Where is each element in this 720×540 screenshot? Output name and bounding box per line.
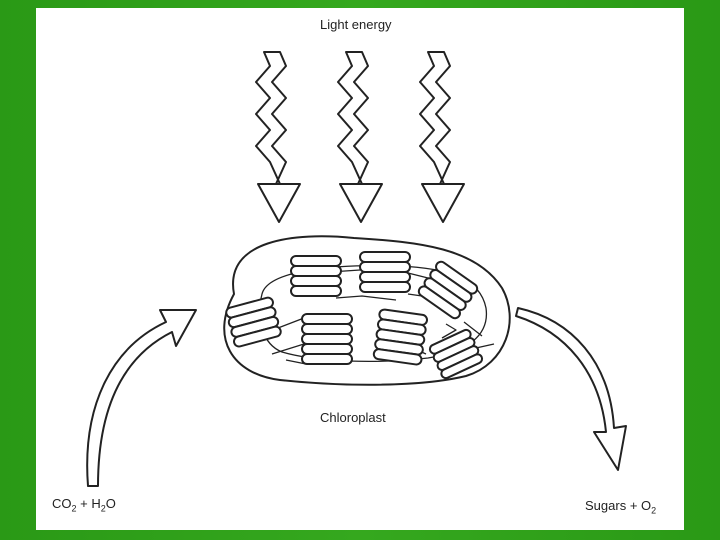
input-arrow bbox=[86, 309, 197, 487]
granum-stack-7 bbox=[428, 328, 484, 380]
light-ray-arrow-1 bbox=[255, 51, 301, 223]
light-energy-label: Light energy bbox=[320, 17, 392, 32]
diagram-artwork bbox=[86, 51, 627, 487]
output-arrow bbox=[515, 307, 627, 471]
outputs-label: Sugars + O2 bbox=[585, 498, 657, 516]
granum-stack-6 bbox=[372, 308, 429, 366]
granum-stack-4 bbox=[225, 296, 282, 348]
inputs-label: CO2 + H2O bbox=[52, 496, 116, 514]
granum-stack-3 bbox=[417, 260, 479, 320]
light-ray-arrow-3 bbox=[419, 51, 465, 223]
diagram-panel: Light energy Chloroplast CO2 + H2O Sugar… bbox=[36, 8, 684, 530]
granum-stack-1 bbox=[290, 255, 342, 297]
granum-stack-2 bbox=[359, 251, 411, 293]
granum-stack-5 bbox=[301, 313, 353, 365]
chloroplast-inner-membrane bbox=[259, 265, 488, 363]
chloroplast-label: Chloroplast bbox=[320, 410, 386, 425]
light-ray-arrow-2 bbox=[337, 51, 383, 223]
